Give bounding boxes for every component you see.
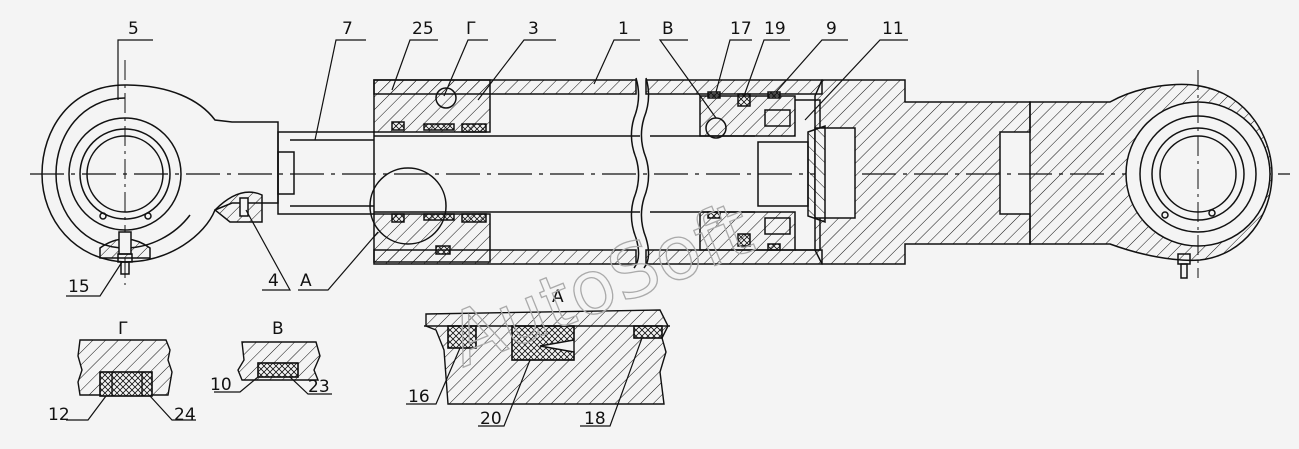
callout-circle-a (369, 167, 447, 245)
detail-v-title: В (272, 319, 284, 339)
label-7: 7 (342, 19, 353, 39)
label-23: 23 (308, 377, 330, 397)
detail-a (406, 309, 670, 427)
label-9: 9 (826, 19, 837, 39)
label-v: В (662, 19, 674, 39)
label-19: 19 (764, 19, 786, 39)
detail-g-title: Г (118, 319, 128, 339)
part-labels: 5 7 25 Г 3 1 В 17 19 9 11 15 4 А Г 12 24… (48, 19, 904, 429)
label-12: 12 (48, 405, 70, 425)
label-4: 4 (268, 271, 279, 291)
label-5: 5 (128, 19, 139, 39)
label-15: 15 (68, 277, 90, 297)
label-1: 1 (618, 19, 629, 39)
detail-v (214, 341, 332, 395)
label-3: 3 (528, 19, 539, 39)
left-rod-eye (41, 60, 279, 285)
label-17: 17 (730, 19, 752, 39)
right-rod-eye (1029, 70, 1273, 279)
rear-head (807, 79, 1031, 265)
detail-g (66, 339, 196, 421)
label-g: Г (466, 19, 476, 39)
callout-circle-g (435, 87, 457, 109)
leader-lines (66, 39, 908, 297)
label-16: 16 (408, 387, 430, 407)
label-24: 24 (174, 405, 196, 425)
label-a: А (300, 271, 312, 291)
detail-a-title: А (552, 287, 564, 307)
label-18: 18 (584, 409, 606, 429)
piston-rod (277, 131, 755, 215)
label-11: 11 (882, 19, 904, 39)
label-25: 25 (412, 19, 434, 39)
label-20: 20 (480, 409, 502, 429)
main-assembly (30, 39, 1290, 297)
label-10: 10 (210, 375, 232, 395)
